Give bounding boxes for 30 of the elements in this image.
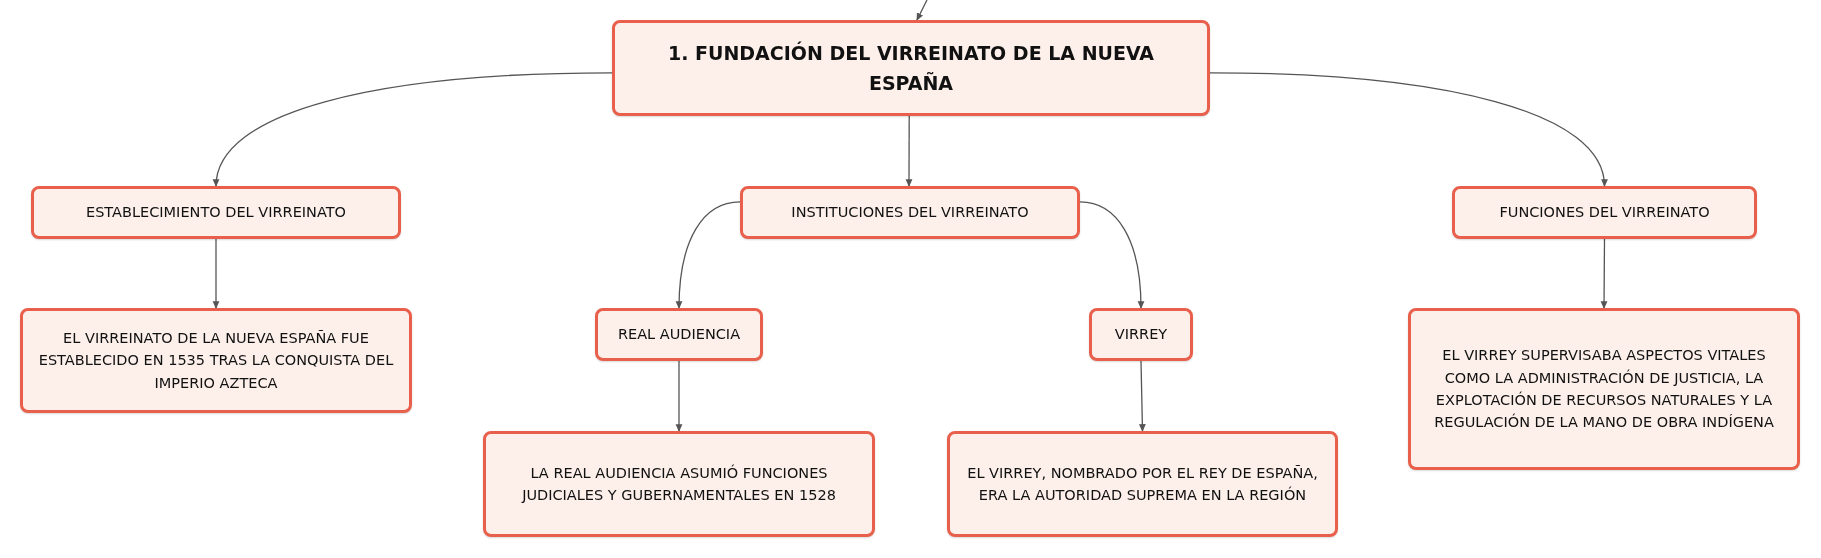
node-text: 1. FUNDACIÓN DEL VIRREINATO DE LA NUEVA ESPAÑA (666, 40, 1156, 96)
connector-arrow (916, 0, 928, 21)
connector-arrow (1209, 72, 1607, 187)
concept-box (1408, 308, 1800, 470)
node-text: EL VIRREINATO DE LA NUEVA ESPAÑA FUE ESTABLECIDO EN 1535 TRAS LA CONQUISTA DEL IMPERIO AZTECA (37, 328, 395, 393)
connector-arrow (675, 201, 741, 309)
concept-box (1452, 186, 1757, 239)
node-text: EL VIRREY, NOMBRADO POR EL REY DE ESPAÑA, ERA LA AUTORIDAD SUPREMA EN LA REGIÓN (966, 463, 1319, 505)
concept-box (20, 308, 412, 413)
connector-arrow (905, 115, 913, 187)
concept-box (595, 308, 763, 361)
concept-box (31, 186, 401, 239)
concept-box (947, 431, 1338, 537)
concept-box (1089, 308, 1193, 361)
node-text: REAL AUDIENCIA (617, 325, 741, 345)
node-text: FUNCIONES DEL VIRREINATO (1499, 203, 1710, 223)
connector-arrow (675, 360, 683, 432)
connector-arrow (213, 72, 613, 187)
node-text: ESTABLECIMIENTO DEL VIRREINATO (86, 203, 346, 223)
node-text: INSTITUCIONES DEL VIRREINATO (791, 203, 1029, 223)
connector-arrow (1079, 201, 1145, 309)
node-text: VIRREY (1114, 325, 1168, 345)
node-text: EL VIRREY SUPERVISABA ASPECTOS VITALES COMO LA ADMINISTRACIÓN DE JUSTICIA, LA EXPLOTACIÓN DE RECURSOS NATURALES Y LA REGULACIÓN DE LA MANO DE OBRA INDÍGENA (1433, 346, 1775, 433)
concept-box (740, 186, 1080, 239)
node-text: LA REAL AUDIENCIA ASUMIÓ FUNCIONES JUDICIALES Y GUBERNAMENTALES EN 1528 (520, 463, 837, 505)
connector-arrow (1600, 238, 1608, 309)
concept-box (483, 431, 875, 537)
topic-box (612, 20, 1210, 116)
connector-arrow (212, 238, 220, 309)
connector-arrow (1138, 360, 1146, 432)
